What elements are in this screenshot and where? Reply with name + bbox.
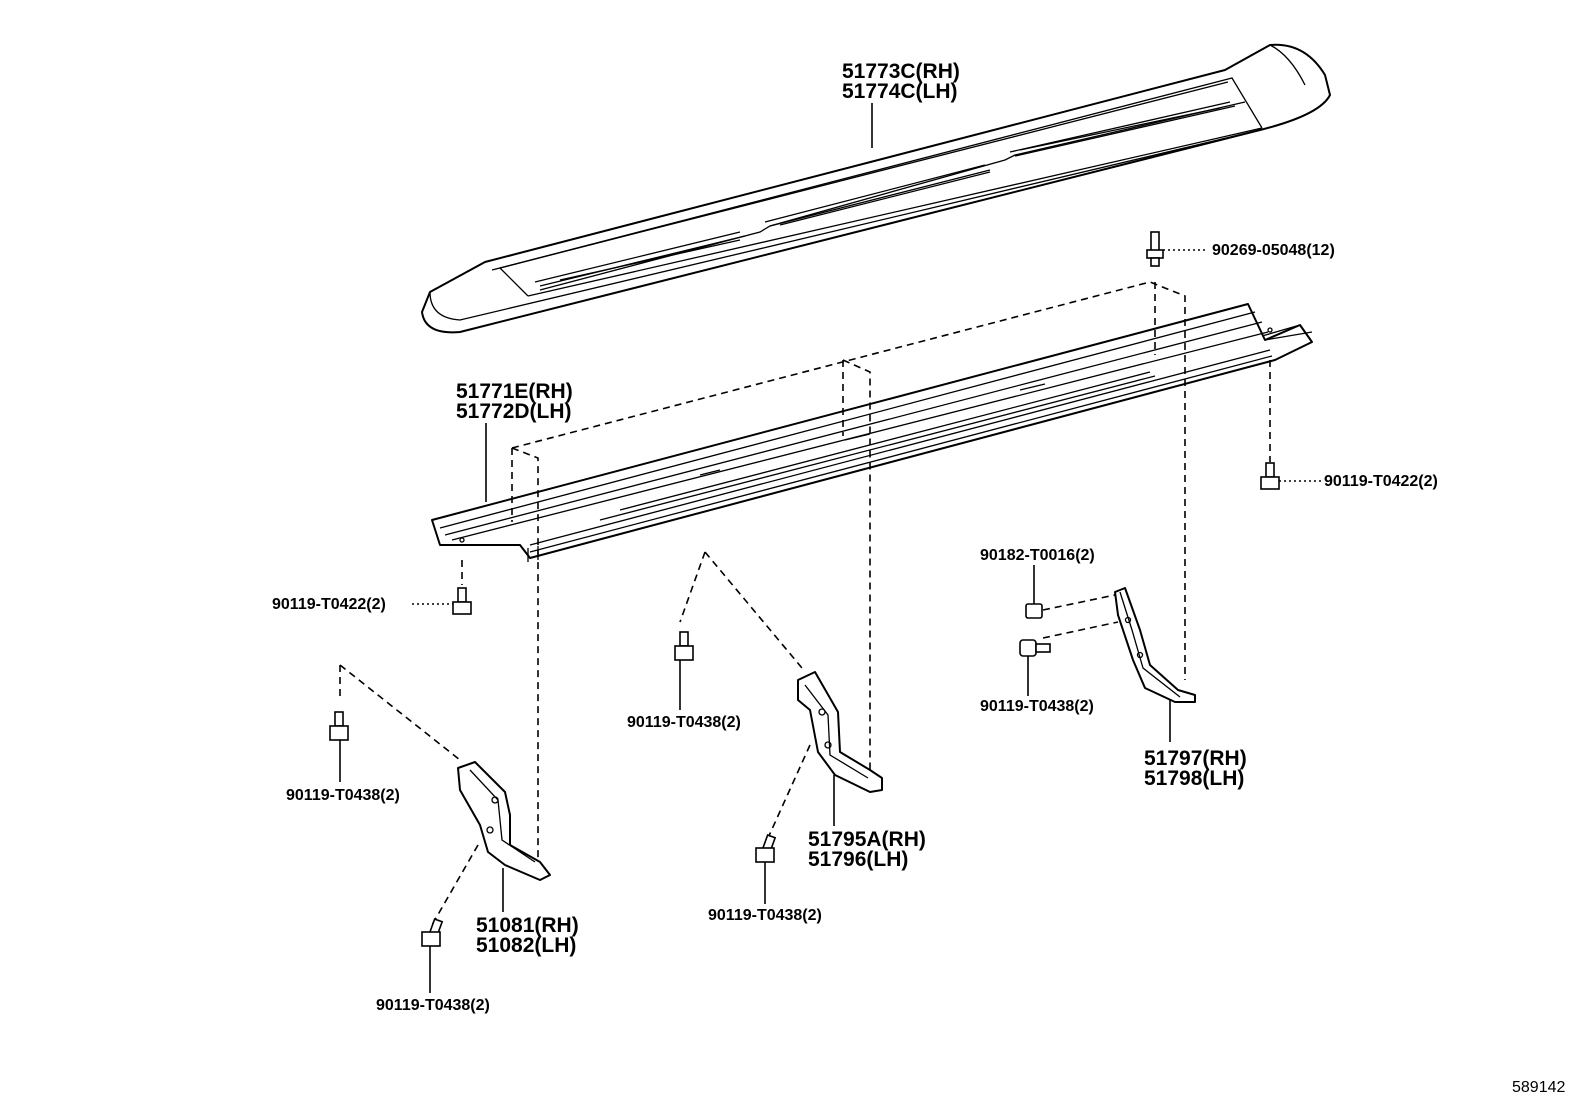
label-bolt-rear-bracket: 90119-T0438(2) bbox=[980, 698, 1094, 715]
label-rear-bracket-lh: 51798(LH) bbox=[1144, 767, 1244, 790]
label-front-bracket-rh: 51081(RH) bbox=[476, 914, 579, 937]
figure-number: 589142 bbox=[1512, 1079, 1565, 1096]
label-bolt-center-upper: 90119-T0438(2) bbox=[627, 714, 741, 731]
label-step-frame-rh: 51771E(RH) bbox=[456, 380, 573, 403]
bolt-center-upper bbox=[674, 631, 694, 661]
center-bracket bbox=[797, 671, 883, 793]
label-front-bracket-lh: 51082(LH) bbox=[476, 934, 576, 957]
label-nut-rear-bracket: 90182-T0016(2) bbox=[980, 547, 1095, 564]
label-bolt-front-lower: 90119-T0438(2) bbox=[376, 997, 490, 1014]
bolt-rear-right bbox=[1260, 462, 1280, 490]
label-center-bracket-lh: 51796(LH) bbox=[808, 848, 908, 871]
bolt-front-lower bbox=[421, 918, 444, 947]
clip-fastener bbox=[1146, 231, 1164, 267]
label-bolt-front-upper: 90119-T0438(2) bbox=[286, 787, 400, 804]
bolt-center-lower bbox=[755, 834, 777, 863]
label-bolt-rear-right: 90119-T0422(2) bbox=[1324, 473, 1438, 490]
bolt-front-upper bbox=[329, 711, 349, 741]
running-board-step-frame bbox=[431, 303, 1313, 562]
leader-lines bbox=[339, 103, 1322, 993]
label-rear-bracket-rh: 51797(RH) bbox=[1144, 747, 1247, 770]
label-bolt-center-lower: 90119-T0438(2) bbox=[708, 907, 822, 924]
label-step-cover-rh: 51773C(RH) bbox=[842, 60, 960, 83]
label-step-frame-lh: 51772D(LH) bbox=[456, 400, 572, 423]
part-labels: 51773C(RH) 51774C(LH) 51771E(RH) 51772D(… bbox=[272, 60, 1565, 1096]
label-bolt-front-left: 90119-T0422(2) bbox=[272, 596, 386, 613]
assembly-guide-lines bbox=[339, 281, 1271, 926]
label-step-cover-lh: 51774C(LH) bbox=[842, 80, 958, 103]
bolt-rear-bracket bbox=[1019, 639, 1051, 657]
label-clip: 90269-05048(12) bbox=[1212, 242, 1335, 259]
nut-rear-bracket bbox=[1025, 603, 1043, 619]
running-board-step-cover bbox=[421, 43, 1331, 334]
bolt-front-left bbox=[452, 587, 472, 615]
label-center-bracket-rh: 51795A(RH) bbox=[808, 828, 926, 851]
front-bracket bbox=[457, 761, 551, 881]
rear-bracket bbox=[1114, 587, 1196, 703]
